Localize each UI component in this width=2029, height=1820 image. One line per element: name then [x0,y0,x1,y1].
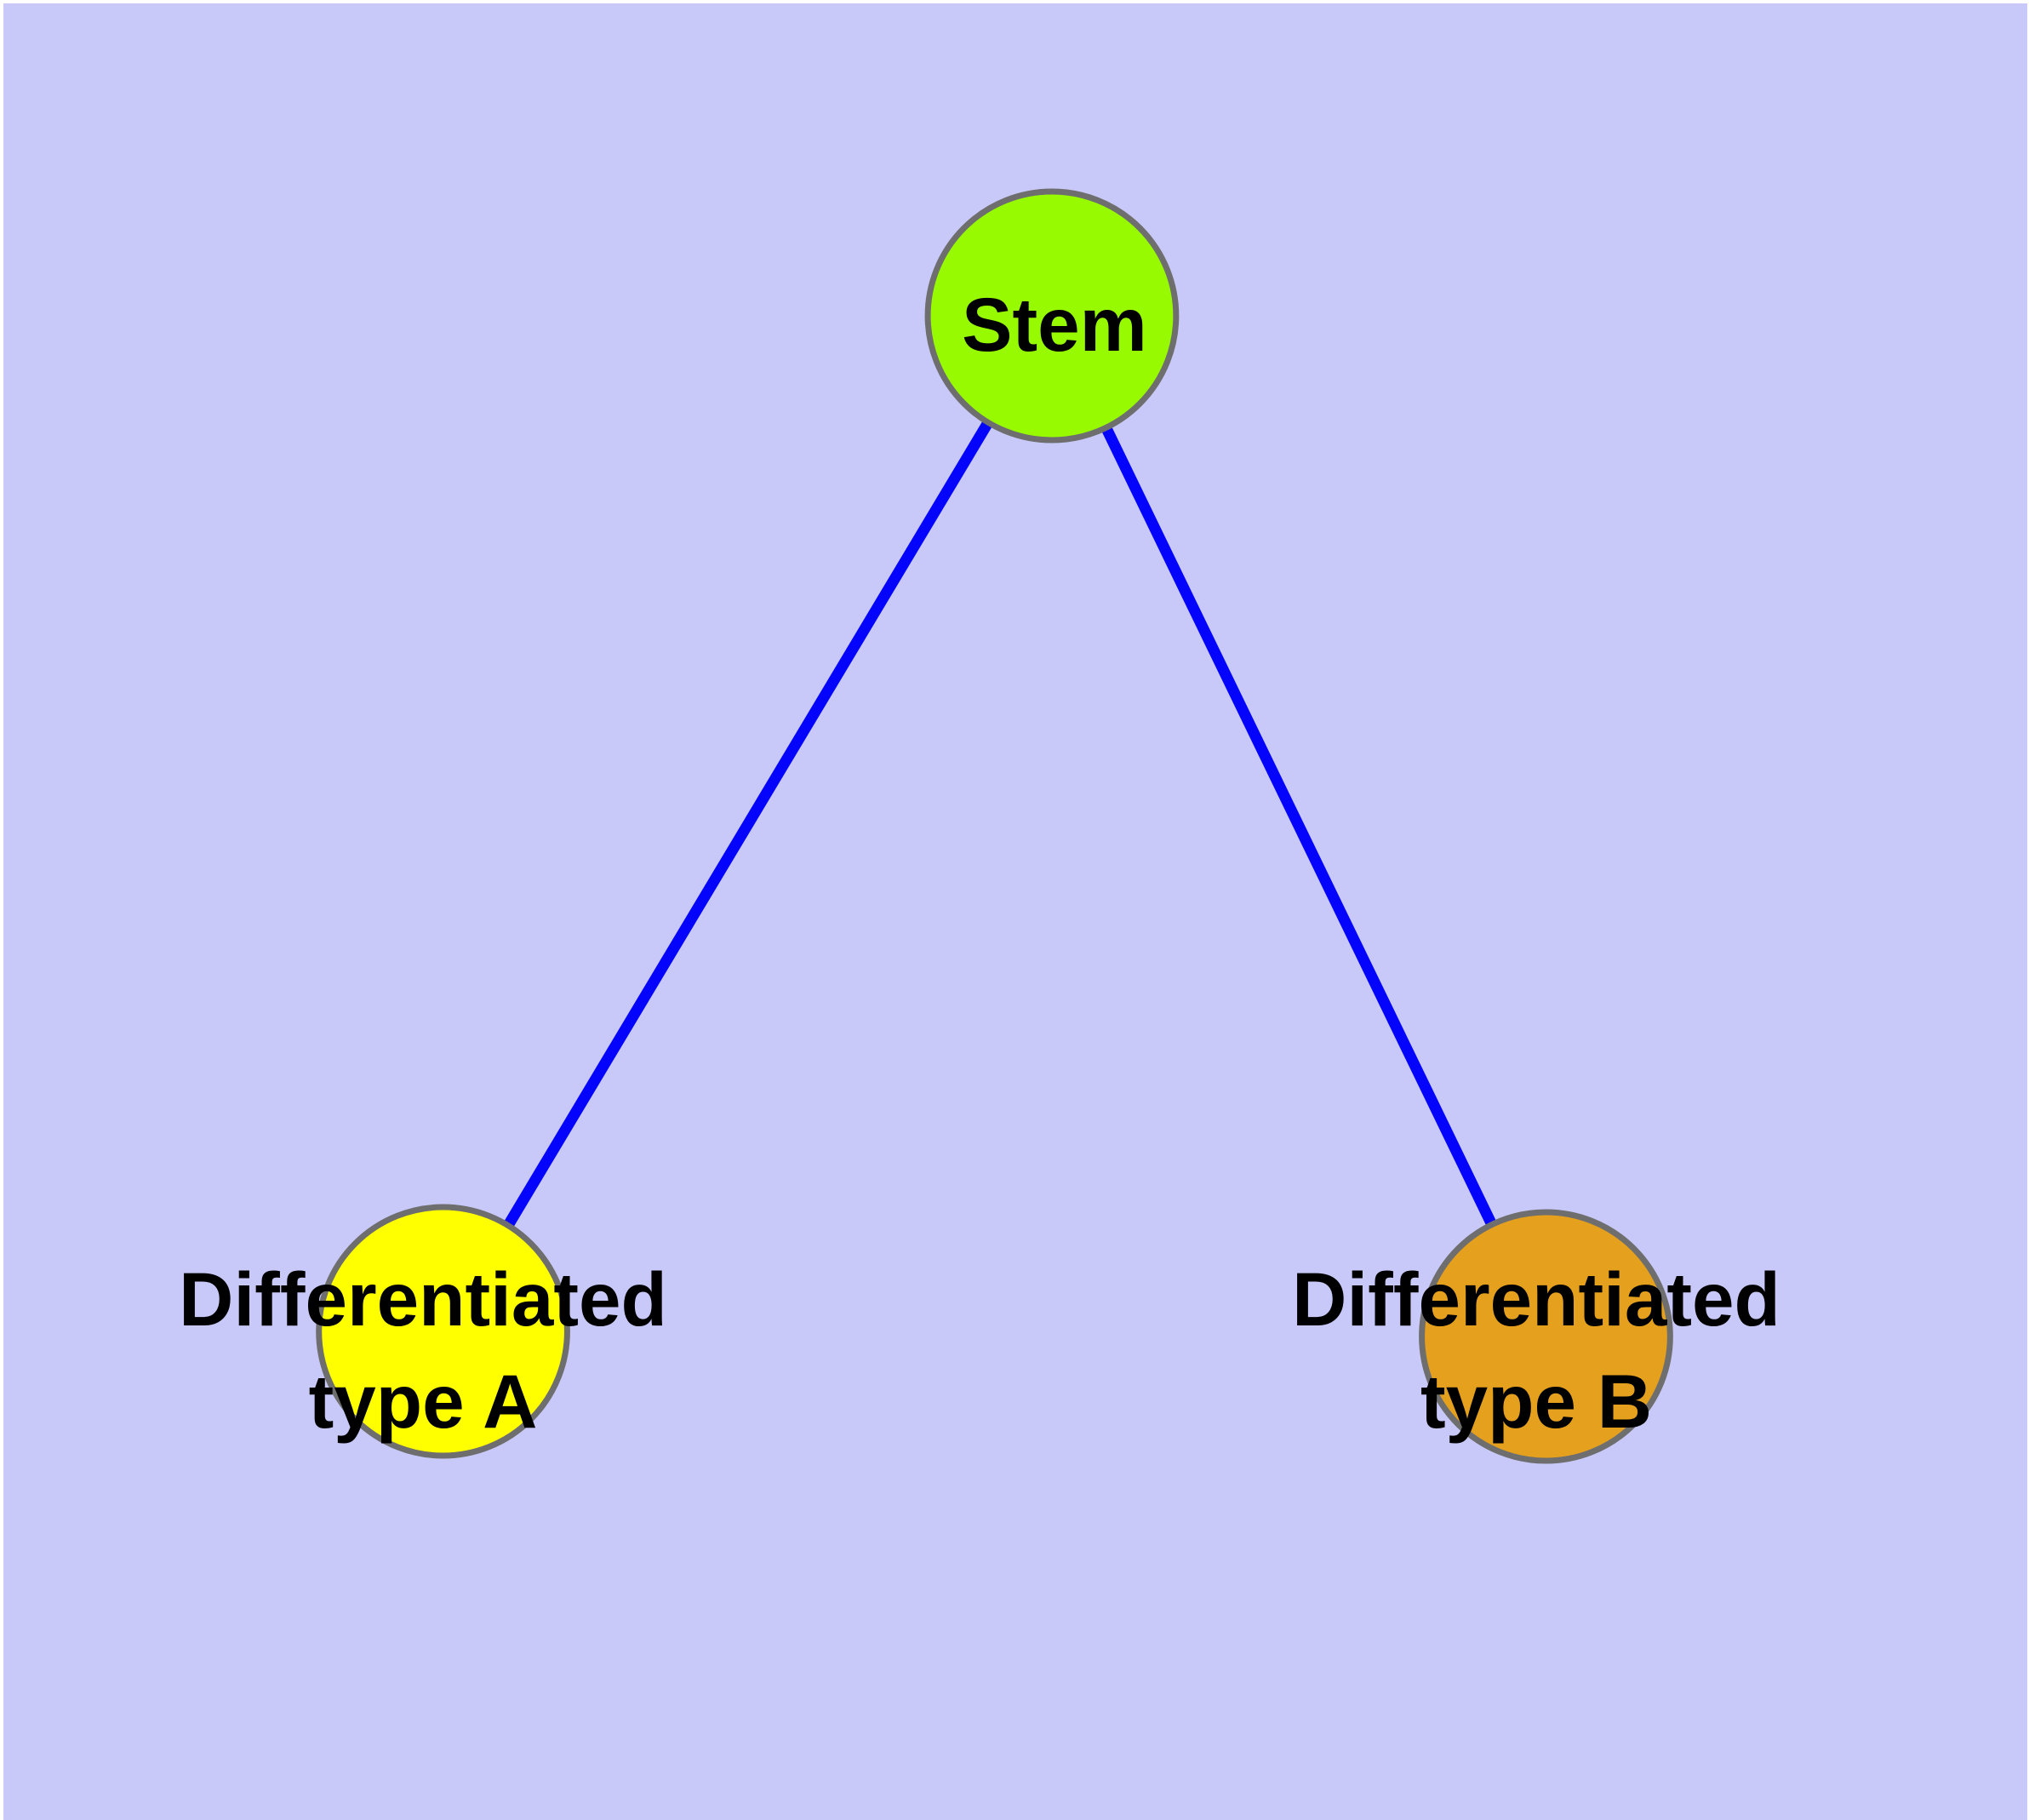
node-differentiated-type-a [316,1204,570,1459]
node-label-differentiated-type-b: Differentiated type B [1292,1256,1780,1444]
node-differentiated-type-b [1419,1209,1673,1464]
edge-stem-to-type-a [439,312,1057,1335]
graph-svg-layer [3,3,2027,1820]
node-stem [924,188,1180,444]
edge-stem-to-type-b [1047,313,1552,1339]
graph-canvas: Stem Differentiated type A Differentiate… [3,3,2027,1820]
node-label-stem: Stem [962,282,1147,367]
node-label-differentiated-type-a: Differentiated type A [179,1256,667,1444]
